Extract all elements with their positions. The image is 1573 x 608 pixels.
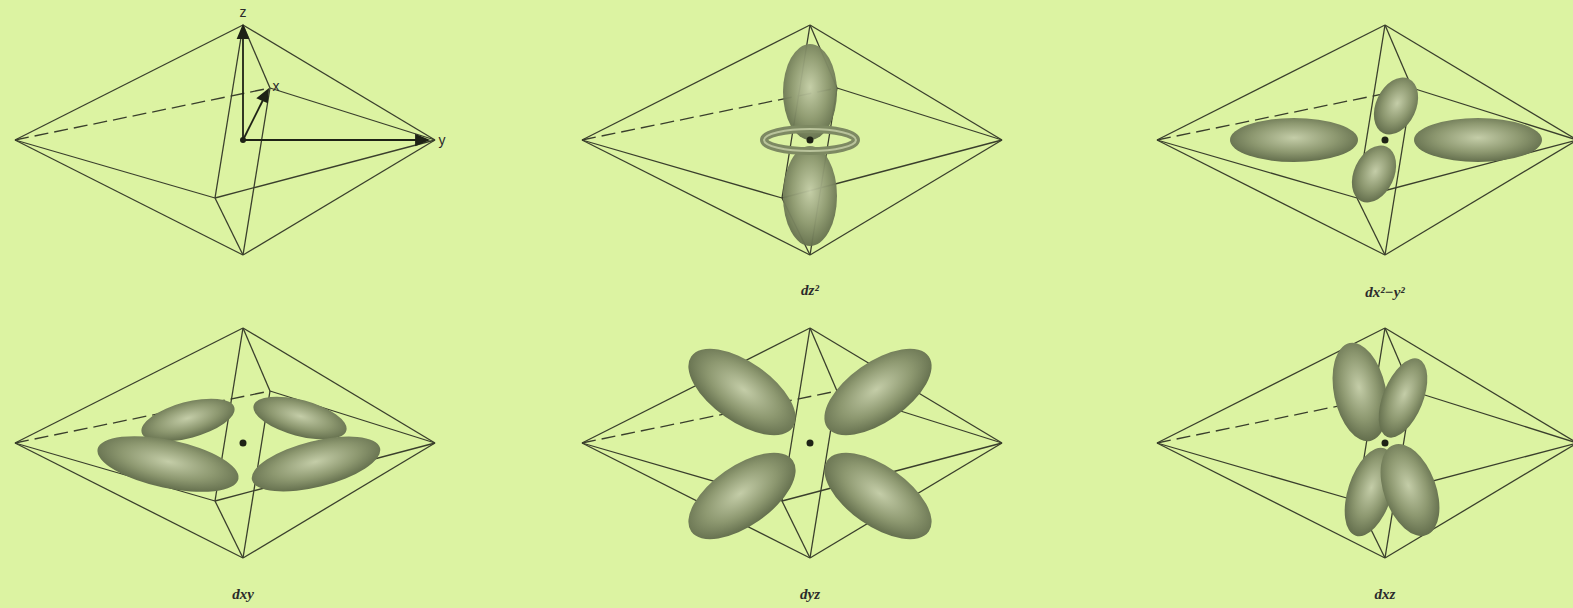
orbital-caption: dx²−y²: [1365, 285, 1405, 300]
octahedron: [15, 328, 435, 558]
dx2-y2-orbital: [1230, 70, 1542, 209]
octahedron: [582, 25, 1002, 255]
octahedron: [582, 328, 1002, 558]
orbital-caption: dxz: [1375, 587, 1396, 602]
octahedron: [1157, 328, 1573, 558]
dxz-orbital: [1324, 338, 1451, 544]
axis-label: x: [273, 79, 280, 93]
axis-label: y: [439, 133, 446, 147]
dxy-orbital: [93, 388, 386, 502]
axis-label: z: [240, 5, 247, 19]
axes: [238, 26, 428, 145]
dz2-orbital: [764, 44, 856, 246]
octahedron: [1157, 25, 1573, 255]
orbital-caption: dz²: [801, 283, 819, 298]
orbital-caption: dyz: [800, 587, 820, 602]
octahedron: [15, 25, 435, 255]
dyz-orbital: [674, 332, 946, 556]
orbital-caption: dxy: [232, 587, 254, 602]
